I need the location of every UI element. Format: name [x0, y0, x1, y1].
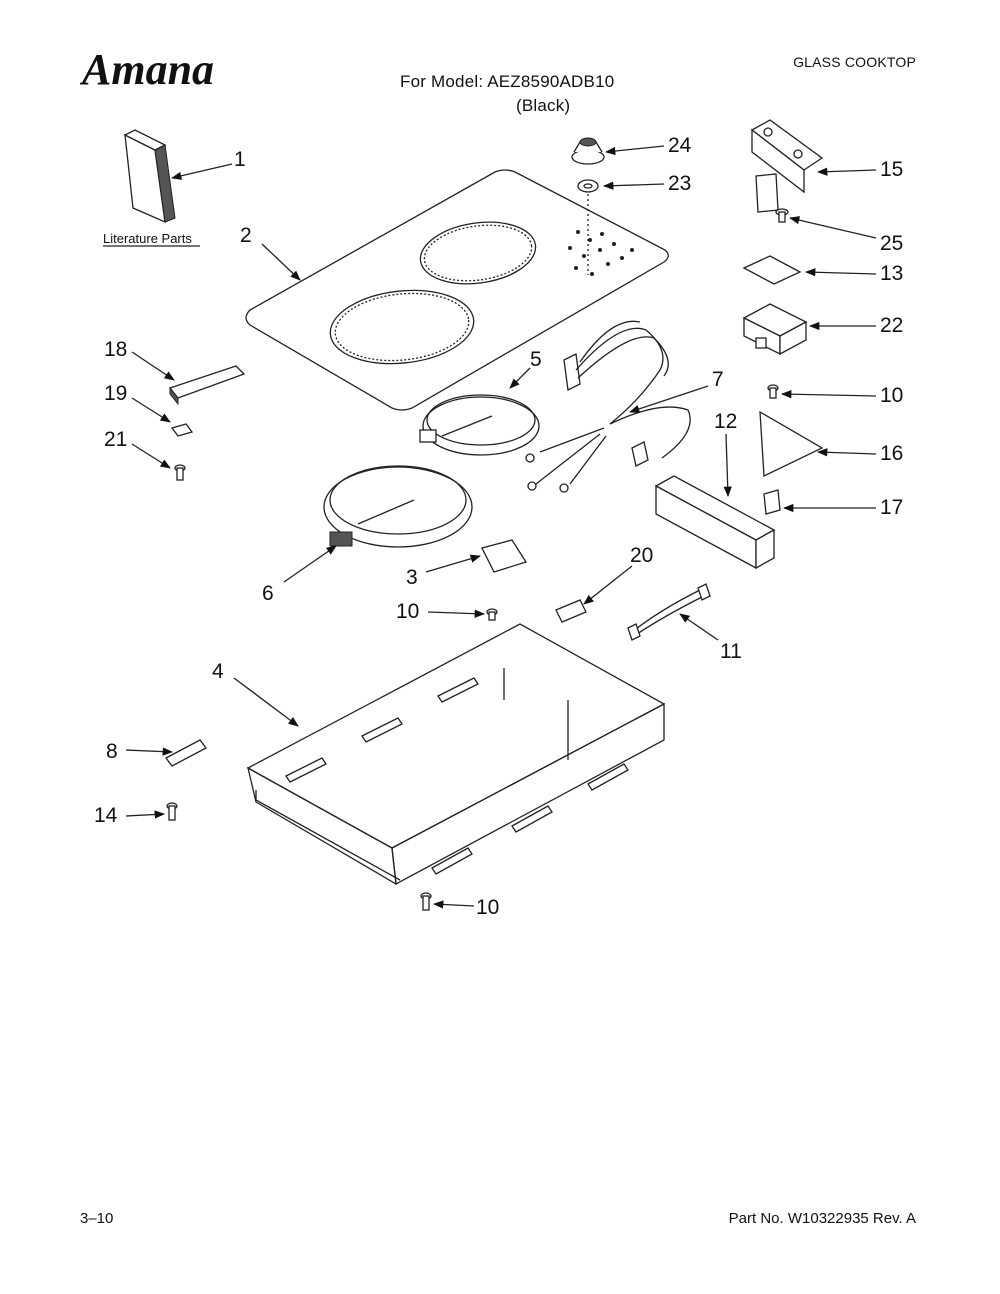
callout-6: 6 [262, 582, 274, 605]
callout-10-middle: 10 [396, 600, 419, 623]
callout-3: 3 [406, 566, 418, 589]
insulation-block [654, 475, 776, 570]
wire-harness [525, 320, 691, 493]
screw-right [767, 384, 779, 399]
terminal-clip [170, 423, 194, 437]
bracket-screw [775, 208, 789, 223]
callout-5: 5 [530, 348, 542, 371]
model-variant: (Black) [516, 96, 571, 115]
model-title: For Model: AEZ8590ADB10 [400, 72, 615, 91]
callout-22: 22 [880, 314, 903, 337]
callout-numbers: 1 2 24 23 15 25 13 22 10 16 17 12 7 5 18… [94, 134, 903, 919]
screw-middle [486, 608, 498, 621]
glass-cooktop [245, 169, 669, 411]
terminal-screw [174, 464, 186, 481]
callout-7: 7 [712, 368, 724, 391]
callout-18: 18 [104, 338, 127, 361]
callout-15: 15 [880, 158, 903, 181]
insulation-pad [742, 255, 802, 285]
category-label: GLASS COOKTOP [793, 54, 916, 70]
callout-25: 25 [880, 232, 903, 255]
callout-10-right: 10 [880, 384, 903, 407]
callout-17: 17 [880, 496, 903, 519]
small-heating-element [419, 394, 540, 456]
screw-bottom [420, 892, 432, 911]
callout-14: 14 [94, 804, 118, 827]
callout-4: 4 [212, 660, 224, 683]
support-bracket [481, 539, 528, 573]
literature-booklet [123, 129, 176, 224]
control-knob [571, 137, 605, 165]
part-number: Part No. W10322935 Rev. A [728, 1210, 916, 1227]
callout-21: 21 [104, 428, 127, 451]
callout-23: 23 [668, 172, 691, 195]
mounting-bracket [750, 119, 824, 213]
control-housing [742, 303, 808, 356]
terminal-block [168, 365, 246, 406]
callout-16: 16 [880, 442, 903, 465]
small-wire-harness [627, 583, 711, 641]
callout-8: 8 [106, 740, 118, 763]
heat-shield [759, 410, 824, 478]
callout-10-bottom: 10 [476, 896, 499, 919]
clip-screw [166, 802, 178, 821]
brand-logo-text: Amana [80, 45, 214, 92]
large-heating-element [323, 465, 473, 548]
callout-19: 19 [104, 382, 127, 405]
page-number: 3–10 [80, 1210, 114, 1227]
callout-2: 2 [240, 224, 252, 247]
wire-clip [763, 489, 781, 515]
literature-parts-label: Literature Parts [103, 231, 192, 246]
sensor-bracket [555, 599, 587, 623]
amana-logo: Amana [80, 45, 214, 92]
callout-13: 13 [880, 262, 903, 285]
callout-24: 24 [668, 134, 692, 157]
leader-lines [125, 145, 877, 909]
callout-12: 12 [714, 410, 737, 433]
callout-1: 1 [234, 148, 246, 171]
callout-11: 11 [720, 640, 742, 663]
knob-washer [577, 179, 599, 193]
support-clip [165, 739, 207, 767]
callout-20: 20 [630, 544, 653, 567]
burner-box [246, 623, 666, 886]
